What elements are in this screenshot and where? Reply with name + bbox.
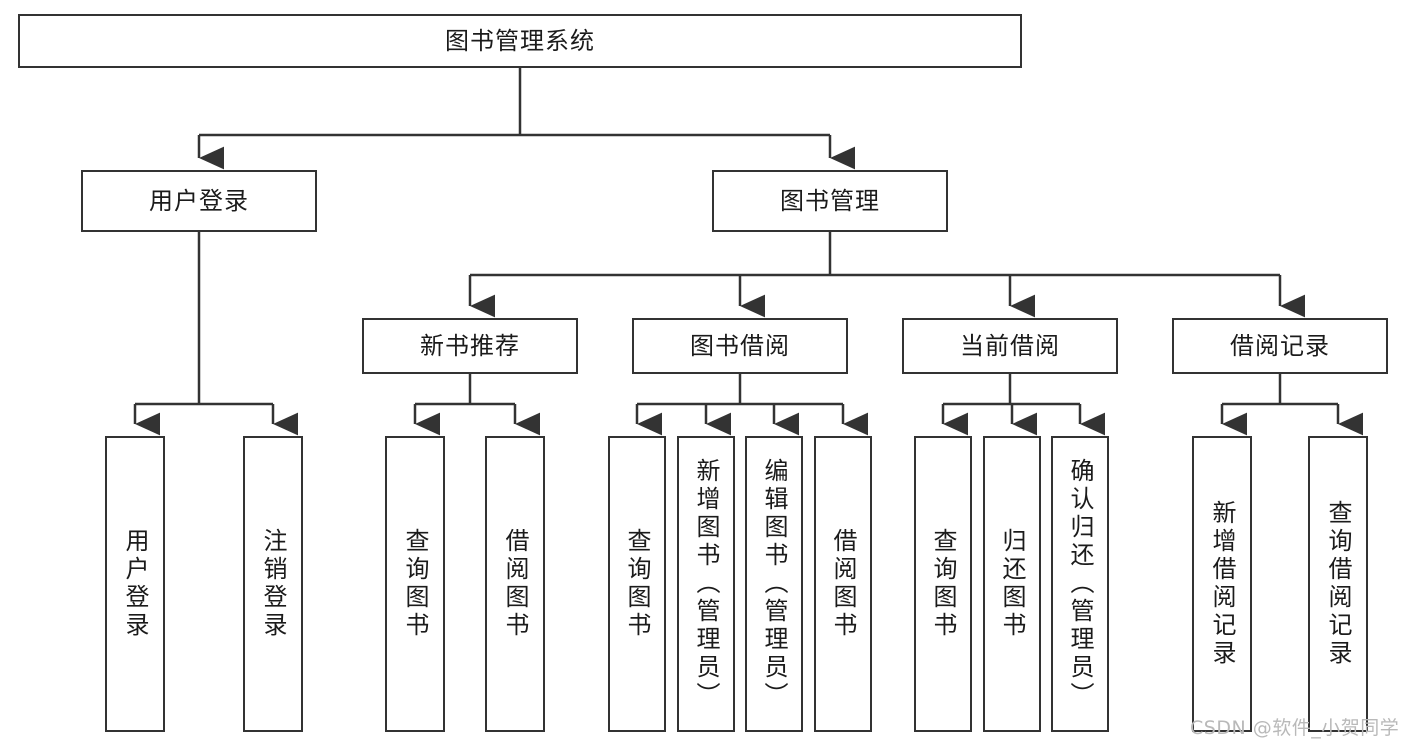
node-root[interactable]: 图书管理系统: [18, 14, 1022, 68]
node-leaf-add-book[interactable]: 新增图书（管理员）: [677, 436, 735, 732]
node-leaf-borrow-book-2[interactable]: 借阅图书: [814, 436, 872, 732]
node-root-label: 图书管理系统: [445, 26, 595, 55]
node-leaf-borrow-book-1-label: 借阅图书: [501, 528, 529, 640]
node-new-book-recommend-label: 新书推荐: [420, 331, 520, 360]
node-current-borrow[interactable]: 当前借阅: [902, 318, 1118, 374]
node-leaf-add-borrow-record[interactable]: 新增借阅记录: [1192, 436, 1252, 732]
node-leaf-add-borrow-record-label: 新增借阅记录: [1208, 500, 1236, 668]
node-leaf-return-book-label: 归还图书: [998, 528, 1026, 640]
node-borrow-record[interactable]: 借阅记录: [1172, 318, 1388, 374]
node-leaf-confirm-return-label: 确认归还（管理员）: [1066, 458, 1094, 710]
node-leaf-user-login[interactable]: 用户登录: [105, 436, 165, 732]
node-leaf-logout-label: 注销登录: [259, 528, 287, 640]
node-user-login[interactable]: 用户登录: [81, 170, 317, 232]
node-leaf-query-book-2[interactable]: 查询图书: [608, 436, 666, 732]
node-leaf-return-book[interactable]: 归还图书: [983, 436, 1041, 732]
node-user-login-label: 用户登录: [149, 186, 249, 215]
node-leaf-query-borrow-record-label: 查询借阅记录: [1324, 500, 1352, 668]
node-book-management[interactable]: 图书管理: [712, 170, 948, 232]
node-current-borrow-label: 当前借阅: [960, 331, 1060, 360]
node-leaf-user-login-label: 用户登录: [121, 528, 149, 640]
node-leaf-edit-book[interactable]: 编辑图书（管理员）: [745, 436, 803, 732]
node-leaf-query-book-3[interactable]: 查询图书: [914, 436, 972, 732]
node-leaf-edit-book-label: 编辑图书（管理员）: [760, 458, 788, 710]
node-leaf-query-borrow-record[interactable]: 查询借阅记录: [1308, 436, 1368, 732]
node-leaf-borrow-book-2-label: 借阅图书: [829, 528, 857, 640]
node-book-borrow[interactable]: 图书借阅: [632, 318, 848, 374]
watermark-text: CSDN @软件_小贺同学: [1190, 717, 1400, 739]
node-leaf-query-book-1[interactable]: 查询图书: [385, 436, 445, 732]
node-leaf-confirm-return[interactable]: 确认归还（管理员）: [1051, 436, 1109, 732]
node-book-management-label: 图书管理: [780, 186, 880, 215]
node-leaf-borrow-book-1[interactable]: 借阅图书: [485, 436, 545, 732]
node-leaf-query-book-2-label: 查询图书: [623, 528, 651, 640]
node-leaf-query-book-3-label: 查询图书: [929, 528, 957, 640]
node-new-book-recommend[interactable]: 新书推荐: [362, 318, 578, 374]
node-book-borrow-label: 图书借阅: [690, 331, 790, 360]
node-leaf-logout[interactable]: 注销登录: [243, 436, 303, 732]
node-leaf-add-book-label: 新增图书（管理员）: [692, 458, 720, 710]
node-borrow-record-label: 借阅记录: [1230, 331, 1330, 360]
node-leaf-query-book-1-label: 查询图书: [401, 528, 429, 640]
